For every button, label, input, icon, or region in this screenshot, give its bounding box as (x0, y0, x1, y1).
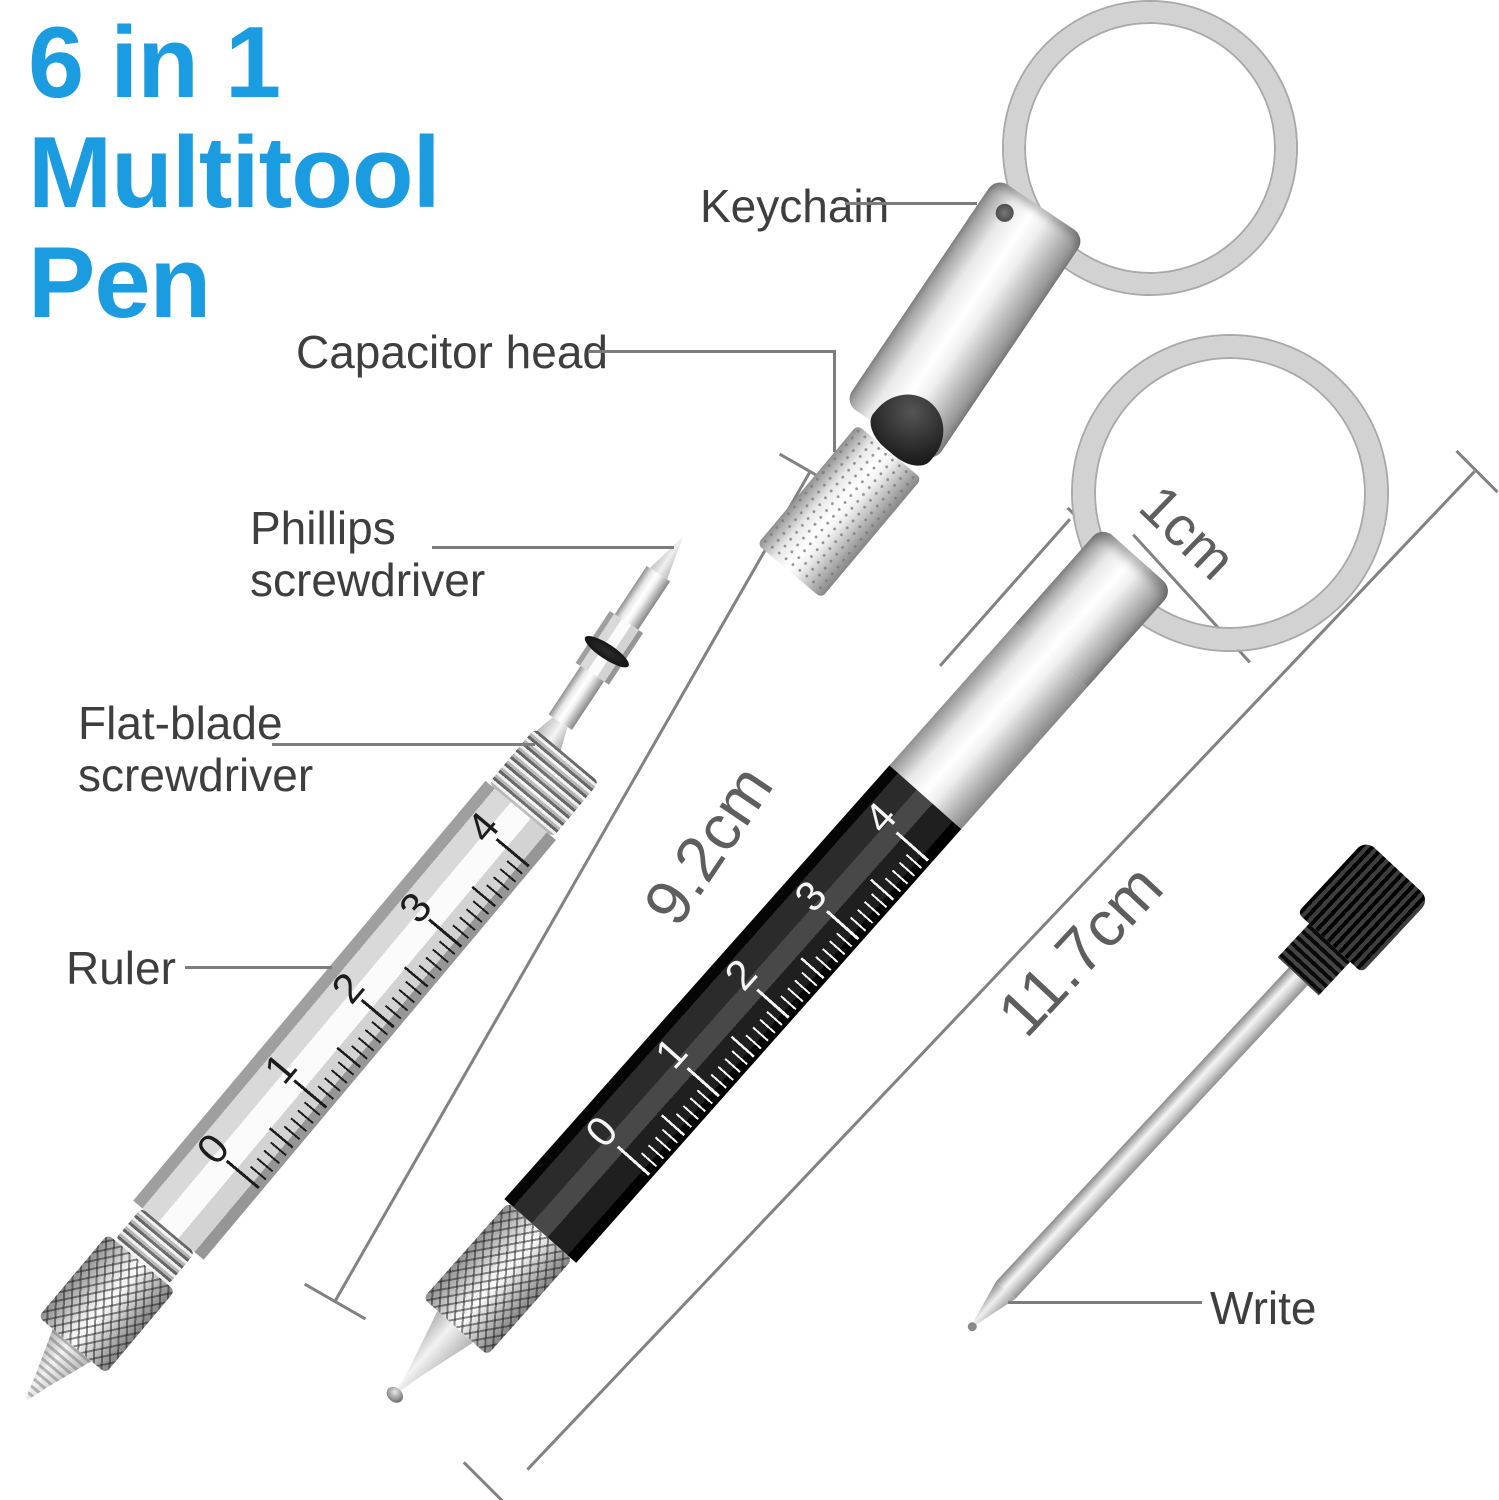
silver-ruler-barrel: 4 3 2 1 0 (133, 780, 556, 1260)
leader-keychain (845, 202, 977, 205)
pen-refill (936, 839, 1431, 1361)
title-line: 6 in 1 (28, 7, 281, 119)
label-phillips-screwdriver: Phillips screwdriver (250, 502, 486, 607)
ruler-ticks (224, 837, 530, 1191)
title-line: Multitool (28, 117, 441, 229)
leader-capacitor-head (833, 350, 836, 452)
label-write: Write (1210, 1282, 1317, 1334)
label-capacitor-head: Capacitor head (296, 326, 608, 378)
leader-phillips-screwdriver (432, 546, 674, 549)
label-keychain: Keychain (700, 180, 890, 232)
leader-write (1008, 1301, 1202, 1304)
dimension-9-2cm-tick (303, 1282, 367, 1321)
leader-flat-blade-screwdriver (272, 743, 535, 746)
product-title: 6 in 1 Multitool Pen (28, 7, 441, 339)
title-line: Pen (28, 227, 211, 339)
leader-ruler (185, 966, 332, 969)
label-ruler: Ruler (66, 942, 176, 994)
label-flat-blade-screwdriver: Flat-blade screwdriver (78, 697, 314, 802)
leader-capacitor-head (588, 350, 836, 353)
dimension-11-7cm-tick (462, 1461, 508, 1500)
dimension-11-7cm-label: 11.7cm (983, 850, 1177, 1050)
